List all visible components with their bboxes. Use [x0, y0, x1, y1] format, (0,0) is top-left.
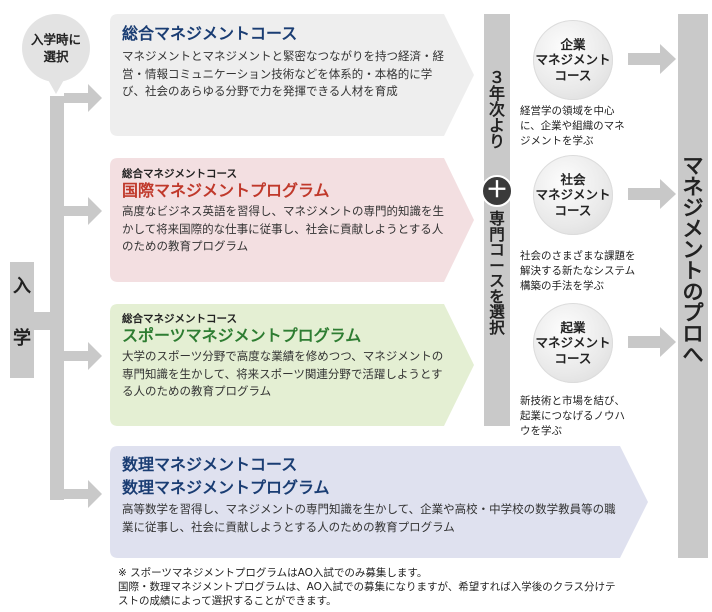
year3-char: 年 [488, 84, 505, 103]
course-subtitle: 総合マネジメントコース [122, 168, 237, 180]
course-description: 高度なビジネス英語を習得し、マネジメントの専門的知識を生かして将来国際的な仕事に… [122, 204, 444, 253]
year3-char: り [488, 132, 505, 151]
entrance-char-2: 学 [13, 328, 31, 349]
entrance-char-1: 入 [13, 276, 31, 297]
specialty-label: 専 門 コ ー ス を 選 択 [484, 210, 510, 337]
goal-char: ジ [682, 196, 704, 220]
plus-icon: ＋ [481, 175, 513, 207]
goal-char: ロ [682, 322, 704, 346]
course-title: スポーツマネジメントプログラム [122, 326, 362, 345]
year3-char: 次 [488, 100, 505, 119]
footnotes: ※ スポーツマネジメントプログラムはAO入試でのみ募集します。 国際・数理マネジ… [118, 566, 618, 608]
specialty-circle-startup: 起業 マネジメント コース [533, 303, 613, 383]
goal-label: マ ネ ジ メ ン ト の プ ロ へ [678, 156, 708, 366]
course-card-mathematical: 数理マネジメントコース 数理マネジメントプログラム 高等数学を習得し、マネジメン… [110, 446, 650, 558]
footnote-2: 国際・数理マネジメントプログラムは、AO入試での募集になりますが、希望すれば入学… [118, 581, 616, 607]
goal-char: ン [682, 238, 704, 262]
entry-bubble-text: 入学時に 選択 [30, 32, 81, 64]
footnote-1: ※ スポーツマネジメントプログラムはAO入試でのみ募集します。 [118, 567, 428, 579]
goal-char: へ [682, 343, 704, 367]
specialty-name: 起業 マネジメント コース [535, 319, 611, 366]
specialty-char: 択 [489, 318, 505, 337]
goal-char: マ [682, 154, 704, 178]
goal-char: メ [682, 217, 704, 241]
specialty-char: 専 [489, 210, 505, 228]
specialty-selection-bar: ３ 年 次 よ り 専 門 コ ー ス を 選 択 [484, 14, 510, 426]
entrance-label: 入 学 [10, 262, 34, 378]
specialty-char: 門 [489, 225, 505, 244]
year3-label: ３ 年 次 よ り [484, 70, 510, 150]
course-title: 国際マネジメントプログラム [122, 181, 330, 200]
goal-char: の [682, 280, 704, 304]
specialty-description: 新技術と市場を結び、起業につなげるノウハウを学ぶ [520, 395, 625, 437]
goal-char: ネ [682, 175, 704, 199]
specialty-description: 経営学の領域を中心に、企業や組織のマネジメントを学ぶ [520, 105, 625, 147]
course-title: 数理マネジメントコース [122, 455, 298, 474]
goal-char: ト [682, 259, 704, 283]
year3-char: ３ [488, 68, 505, 87]
specialty-char: ー [489, 256, 505, 275]
course-description: マネジメントとマネジメントと緊密なつながりを持つ経済・経営・情報コミュニケーショ… [122, 49, 444, 98]
specialty-description: 社会のさまざまな課題を解決する新たなシステム構築の手法を学ぶ [520, 250, 636, 292]
specialty-char: を [489, 287, 505, 306]
goal-char: プ [682, 301, 704, 325]
specialty-char: ス [489, 272, 505, 290]
course-card-sports: 総合マネジメントコース スポーツマネジメントプログラム 大学のスポーツ分野で高度… [110, 304, 476, 426]
course-card-general: 総合マネジメントコース マネジメントとマネジメントと緊密なつながりを持つ経済・経… [110, 14, 476, 136]
course-title: 総合マネジメントコース [122, 24, 298, 43]
specialty-char: コ [489, 241, 505, 259]
course-description: 高等数学を習得し、マネジメントの専門知識を生かして、企業や高校・中学校の数学教員… [122, 502, 616, 534]
specialty-circle-corporate: 企業 マネジメント コース [533, 20, 613, 100]
specialty-name: 社会 マネジメント コース [535, 171, 611, 218]
year3-char: よ [488, 116, 505, 135]
course-subtitle: 総合マネジメントコース [122, 313, 237, 325]
goal-bar: マ ネ ジ メ ン ト の プ ロ へ [678, 14, 708, 558]
course-title-2: 数理マネジメントプログラム [122, 478, 330, 497]
specialty-name: 企業 マネジメント コース [535, 36, 611, 83]
course-description: 大学のスポーツ分野で高度な業績を修めつつ、マネジメントの専門知識を生かして、将来… [122, 349, 444, 398]
course-card-international: 総合マネジメントコース 国際マネジメントプログラム 高度なビジネス英語を習得し、… [110, 158, 476, 282]
plus-symbol: ＋ [485, 178, 508, 203]
specialty-char: 選 [489, 303, 505, 321]
entry-bubble: 入学時に 選択 [20, 14, 92, 96]
specialty-circle-social: 社会 マネジメント コース [533, 155, 613, 235]
